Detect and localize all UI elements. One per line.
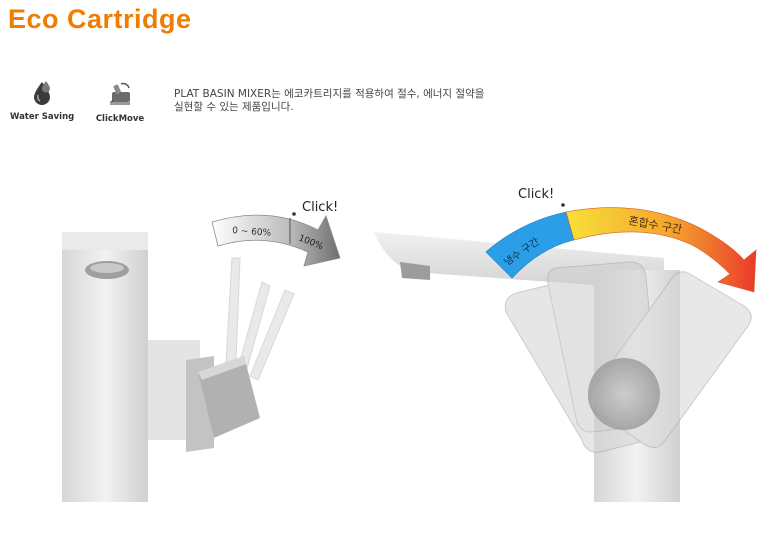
feature-water-saving: Water Saving: [10, 80, 74, 122]
click-move-icon: [110, 82, 130, 105]
page-title: Eco Cartridge: [8, 4, 192, 34]
left-faucet: [62, 232, 295, 502]
temperature-zone-arrow: [485, 207, 757, 293]
right-click-label: Click!: [518, 187, 554, 202]
range-label: 0 ~ 60%: [232, 226, 272, 239]
right-faucet: [374, 232, 752, 502]
description-line-1: PLAT BASIN MIXER는 에코카트리지를 적용하여 절수, 에너지 절…: [174, 88, 485, 100]
description-line-2: 실현할 수 있는 제품입니다.: [174, 101, 294, 113]
click-point: [561, 203, 565, 207]
left-click-label: Click!: [302, 200, 338, 215]
feature-clickmove: ClickMove: [88, 80, 152, 124]
cartridge-disc: [588, 358, 660, 430]
mixed-zone: [565, 207, 757, 293]
feature-label: ClickMove: [95, 114, 145, 124]
feature-label: Water Saving: [10, 112, 75, 122]
click-point: [292, 212, 296, 216]
water-drop-icon: [34, 81, 50, 105]
lever-range-arrow: [211, 214, 341, 267]
product-description: PLAT BASIN MIXER는 에코카트리지를 적용하여 절수, 에너지 절…: [174, 88, 574, 114]
